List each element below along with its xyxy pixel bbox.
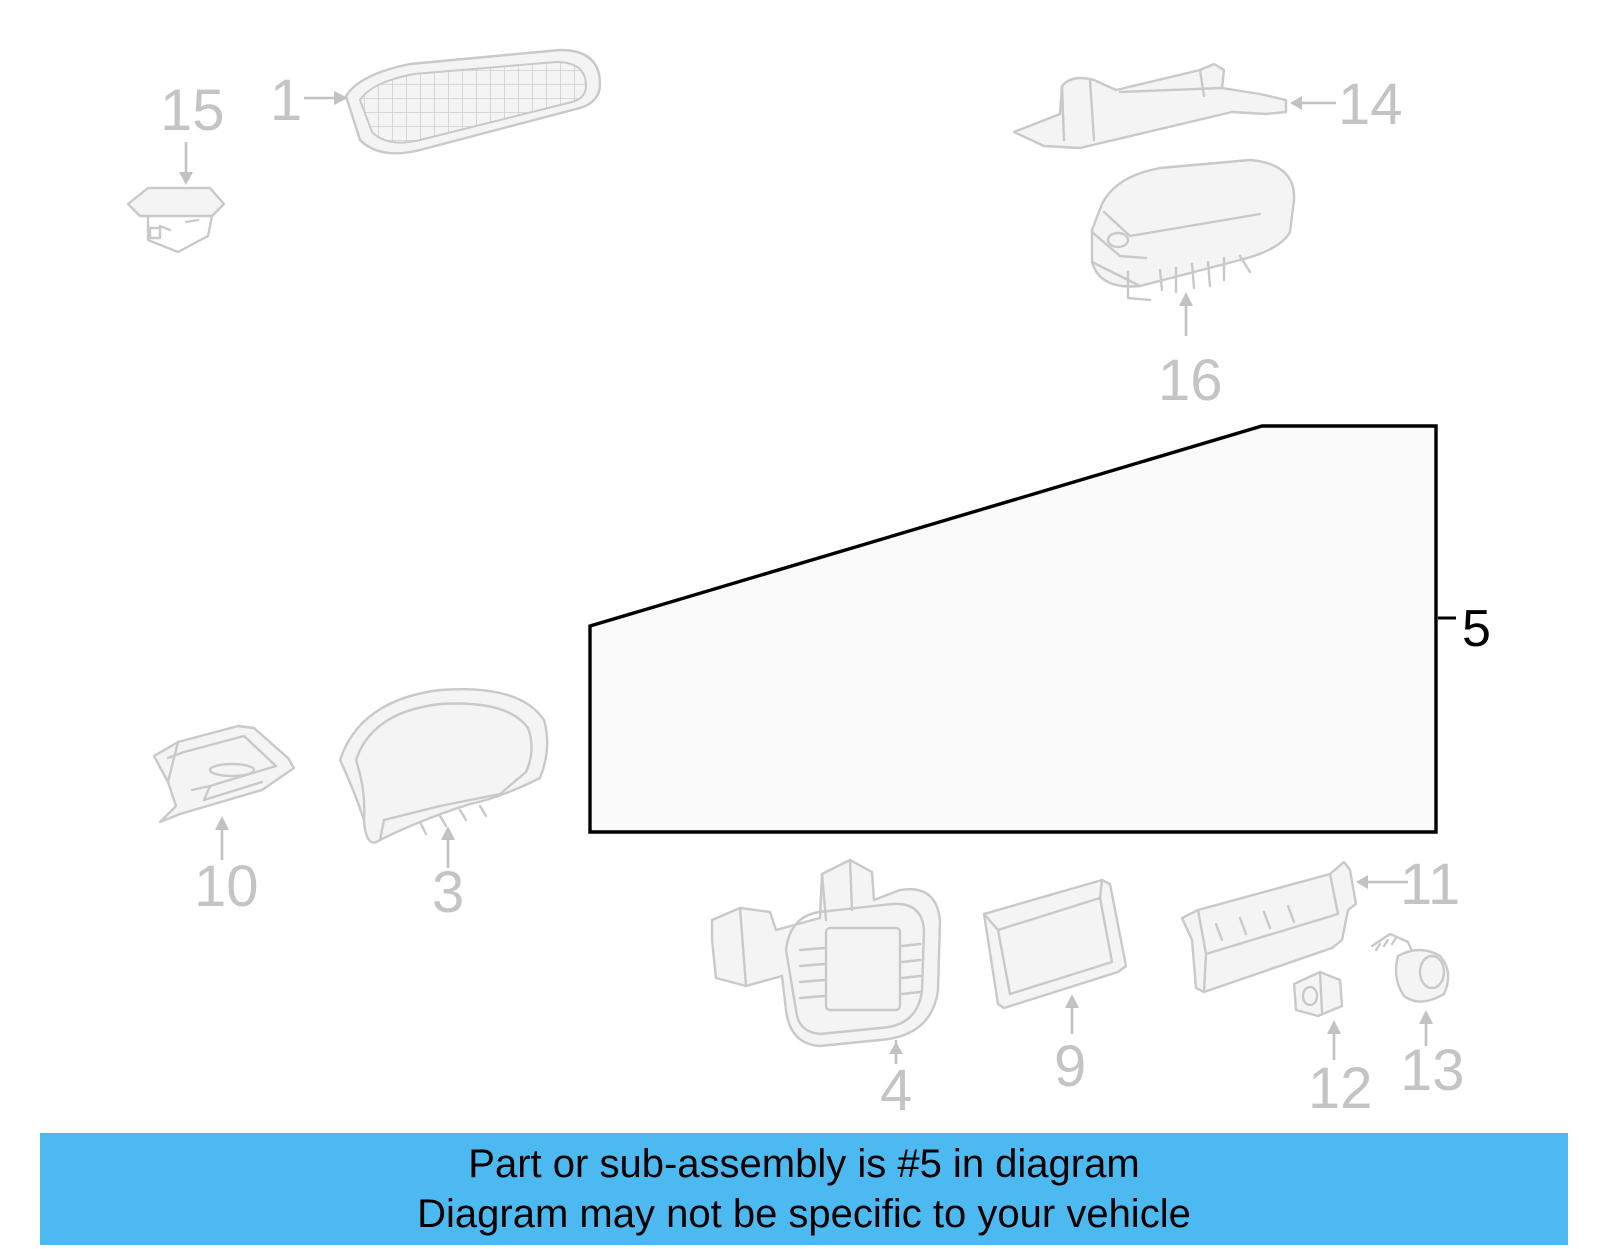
leader-11 (1356, 875, 1408, 889)
part-1-grille[interactable] (344, 48, 602, 155)
callout-10[interactable]: 10 (194, 854, 259, 919)
part-16-airbag-module[interactable] (1090, 158, 1296, 302)
callout-11[interactable]: 11 (1400, 852, 1460, 917)
callout-12[interactable]: 12 (1308, 1056, 1373, 1121)
leader-14 (1290, 96, 1336, 110)
part-15-switch[interactable] (126, 186, 226, 254)
callout-13[interactable]: 13 (1400, 1038, 1465, 1103)
leader-4 (889, 1040, 903, 1064)
callout-9[interactable]: 9 (1054, 1034, 1086, 1099)
callout-14[interactable]: 14 (1338, 72, 1403, 137)
leader-3 (441, 826, 455, 868)
banner-line-2: Diagram may not be specific to your vehi… (417, 1192, 1191, 1236)
callout-16[interactable]: 16 (1158, 348, 1223, 413)
part-14-bracket[interactable] (1012, 62, 1288, 150)
callout-3[interactable]: 3 (432, 860, 464, 925)
callout-5[interactable]: 5 (1462, 600, 1491, 658)
leader-12 (1327, 1020, 1341, 1060)
leader-1 (304, 91, 348, 105)
callout-1[interactable]: 1 (270, 68, 302, 133)
part-5-instrument-panel[interactable] (588, 424, 1438, 834)
part-13-grommet[interactable] (1370, 932, 1450, 1003)
leader-13 (1419, 1010, 1433, 1046)
part-3-cluster-hood[interactable] (338, 688, 549, 844)
part-11-tray[interactable] (1180, 860, 1358, 994)
leader-16 (1179, 292, 1193, 336)
part-4-center-vent[interactable] (710, 858, 942, 1048)
leader-9 (1065, 994, 1079, 1034)
part-12-clip[interactable] (1292, 970, 1344, 1018)
info-banner: Part or sub-assembly is #5 in diagram Di… (40, 1133, 1568, 1245)
parts-diagram: 15 1 14 16 5 (126, 48, 1491, 1123)
part-10-glove-box[interactable] (152, 724, 296, 824)
part-9-display-screen[interactable] (982, 878, 1128, 1010)
leader-15 (179, 142, 193, 185)
banner-line-1: Part or sub-assembly is #5 in diagram (468, 1142, 1140, 1186)
leader-10 (215, 816, 229, 860)
callout-4[interactable]: 4 (880, 1058, 912, 1123)
callout-15[interactable]: 15 (160, 78, 225, 143)
